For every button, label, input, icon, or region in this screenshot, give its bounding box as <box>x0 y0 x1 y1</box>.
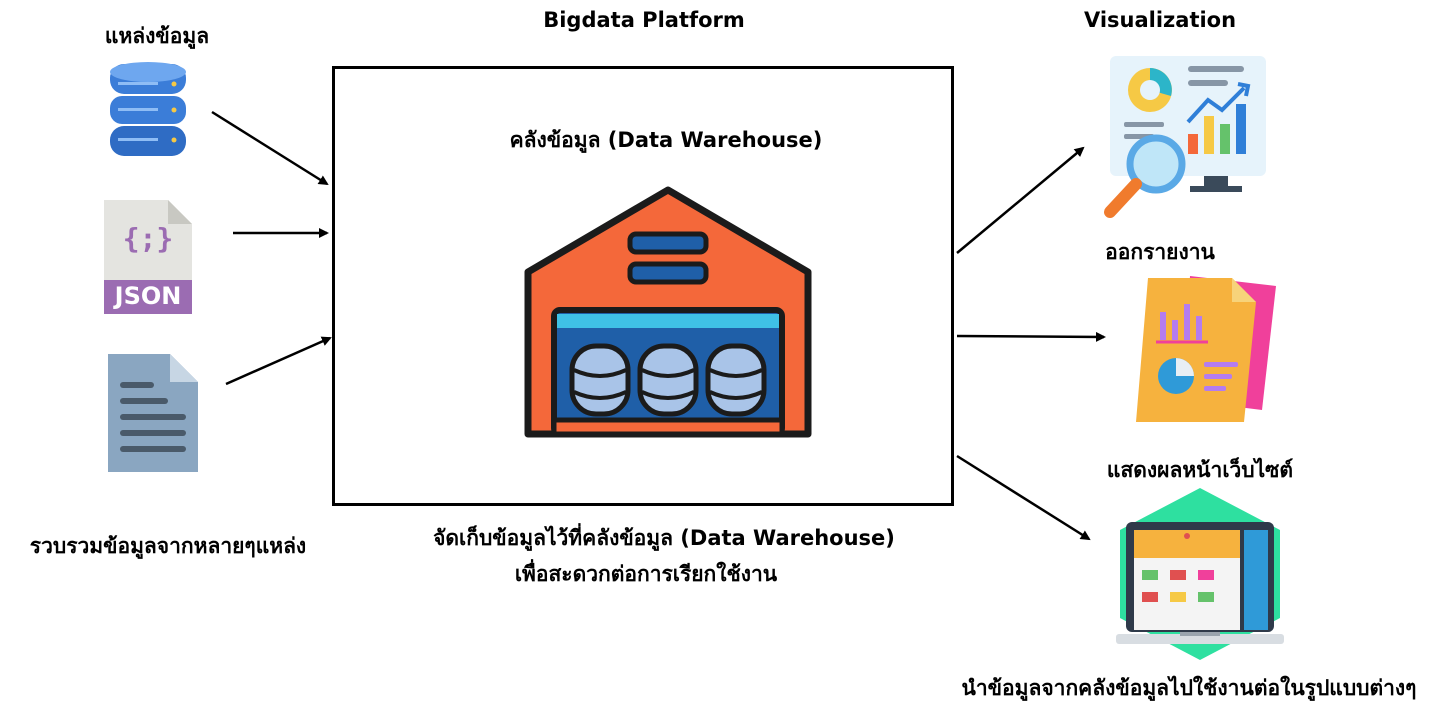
platform-heading: Bigdata Platform <box>543 8 745 32</box>
sources-caption: รวบรวมข้อมูลจากหลายๆแหล่ง <box>29 534 307 558</box>
visualization-heading: Visualization <box>1083 8 1237 32</box>
json-file-icon: {;} JSON <box>104 200 192 314</box>
database-server-icon <box>108 60 188 164</box>
arrow-document-to-platform <box>225 336 332 386</box>
viz-label-reuse: นำข้อมูลจากคลังข้อมูลไปใช้งานต่อในรูปแบบ… <box>961 676 1417 700</box>
arrow-platform-to-analytics <box>956 146 1085 254</box>
website-monitor-icon <box>1112 486 1288 666</box>
platform-box <box>332 66 954 506</box>
report-documents-icon <box>1134 274 1280 428</box>
platform-caption-line1: จัดเก็บข้อมูลไว้ที่คลังข้อมูล (Data Ware… <box>433 526 895 550</box>
platform-caption-line2: เพื่อสะดวกต่อการเรียกใช้งาน <box>514 562 778 586</box>
viz-label-report: ออกรายงาน <box>1105 240 1215 264</box>
arrow-platform-to-report <box>956 331 1106 342</box>
arrow-database-to-platform <box>211 110 329 186</box>
sources-heading: แหล่งข้อมูล <box>104 24 210 48</box>
viz-label-website: แสดงผลหน้าเว็บไซต์ <box>1106 458 1294 482</box>
data-warehouse-icon <box>524 186 812 444</box>
json-file-label: JSON <box>114 282 182 310</box>
analytics-dashboard-icon <box>1104 56 1270 226</box>
text-document-icon <box>108 354 198 476</box>
warehouse-title: คลังข้อมูล (Data Warehouse) <box>509 128 823 152</box>
json-file-symbol: {;} <box>122 222 174 255</box>
arrow-platform-to-website <box>956 454 1091 541</box>
